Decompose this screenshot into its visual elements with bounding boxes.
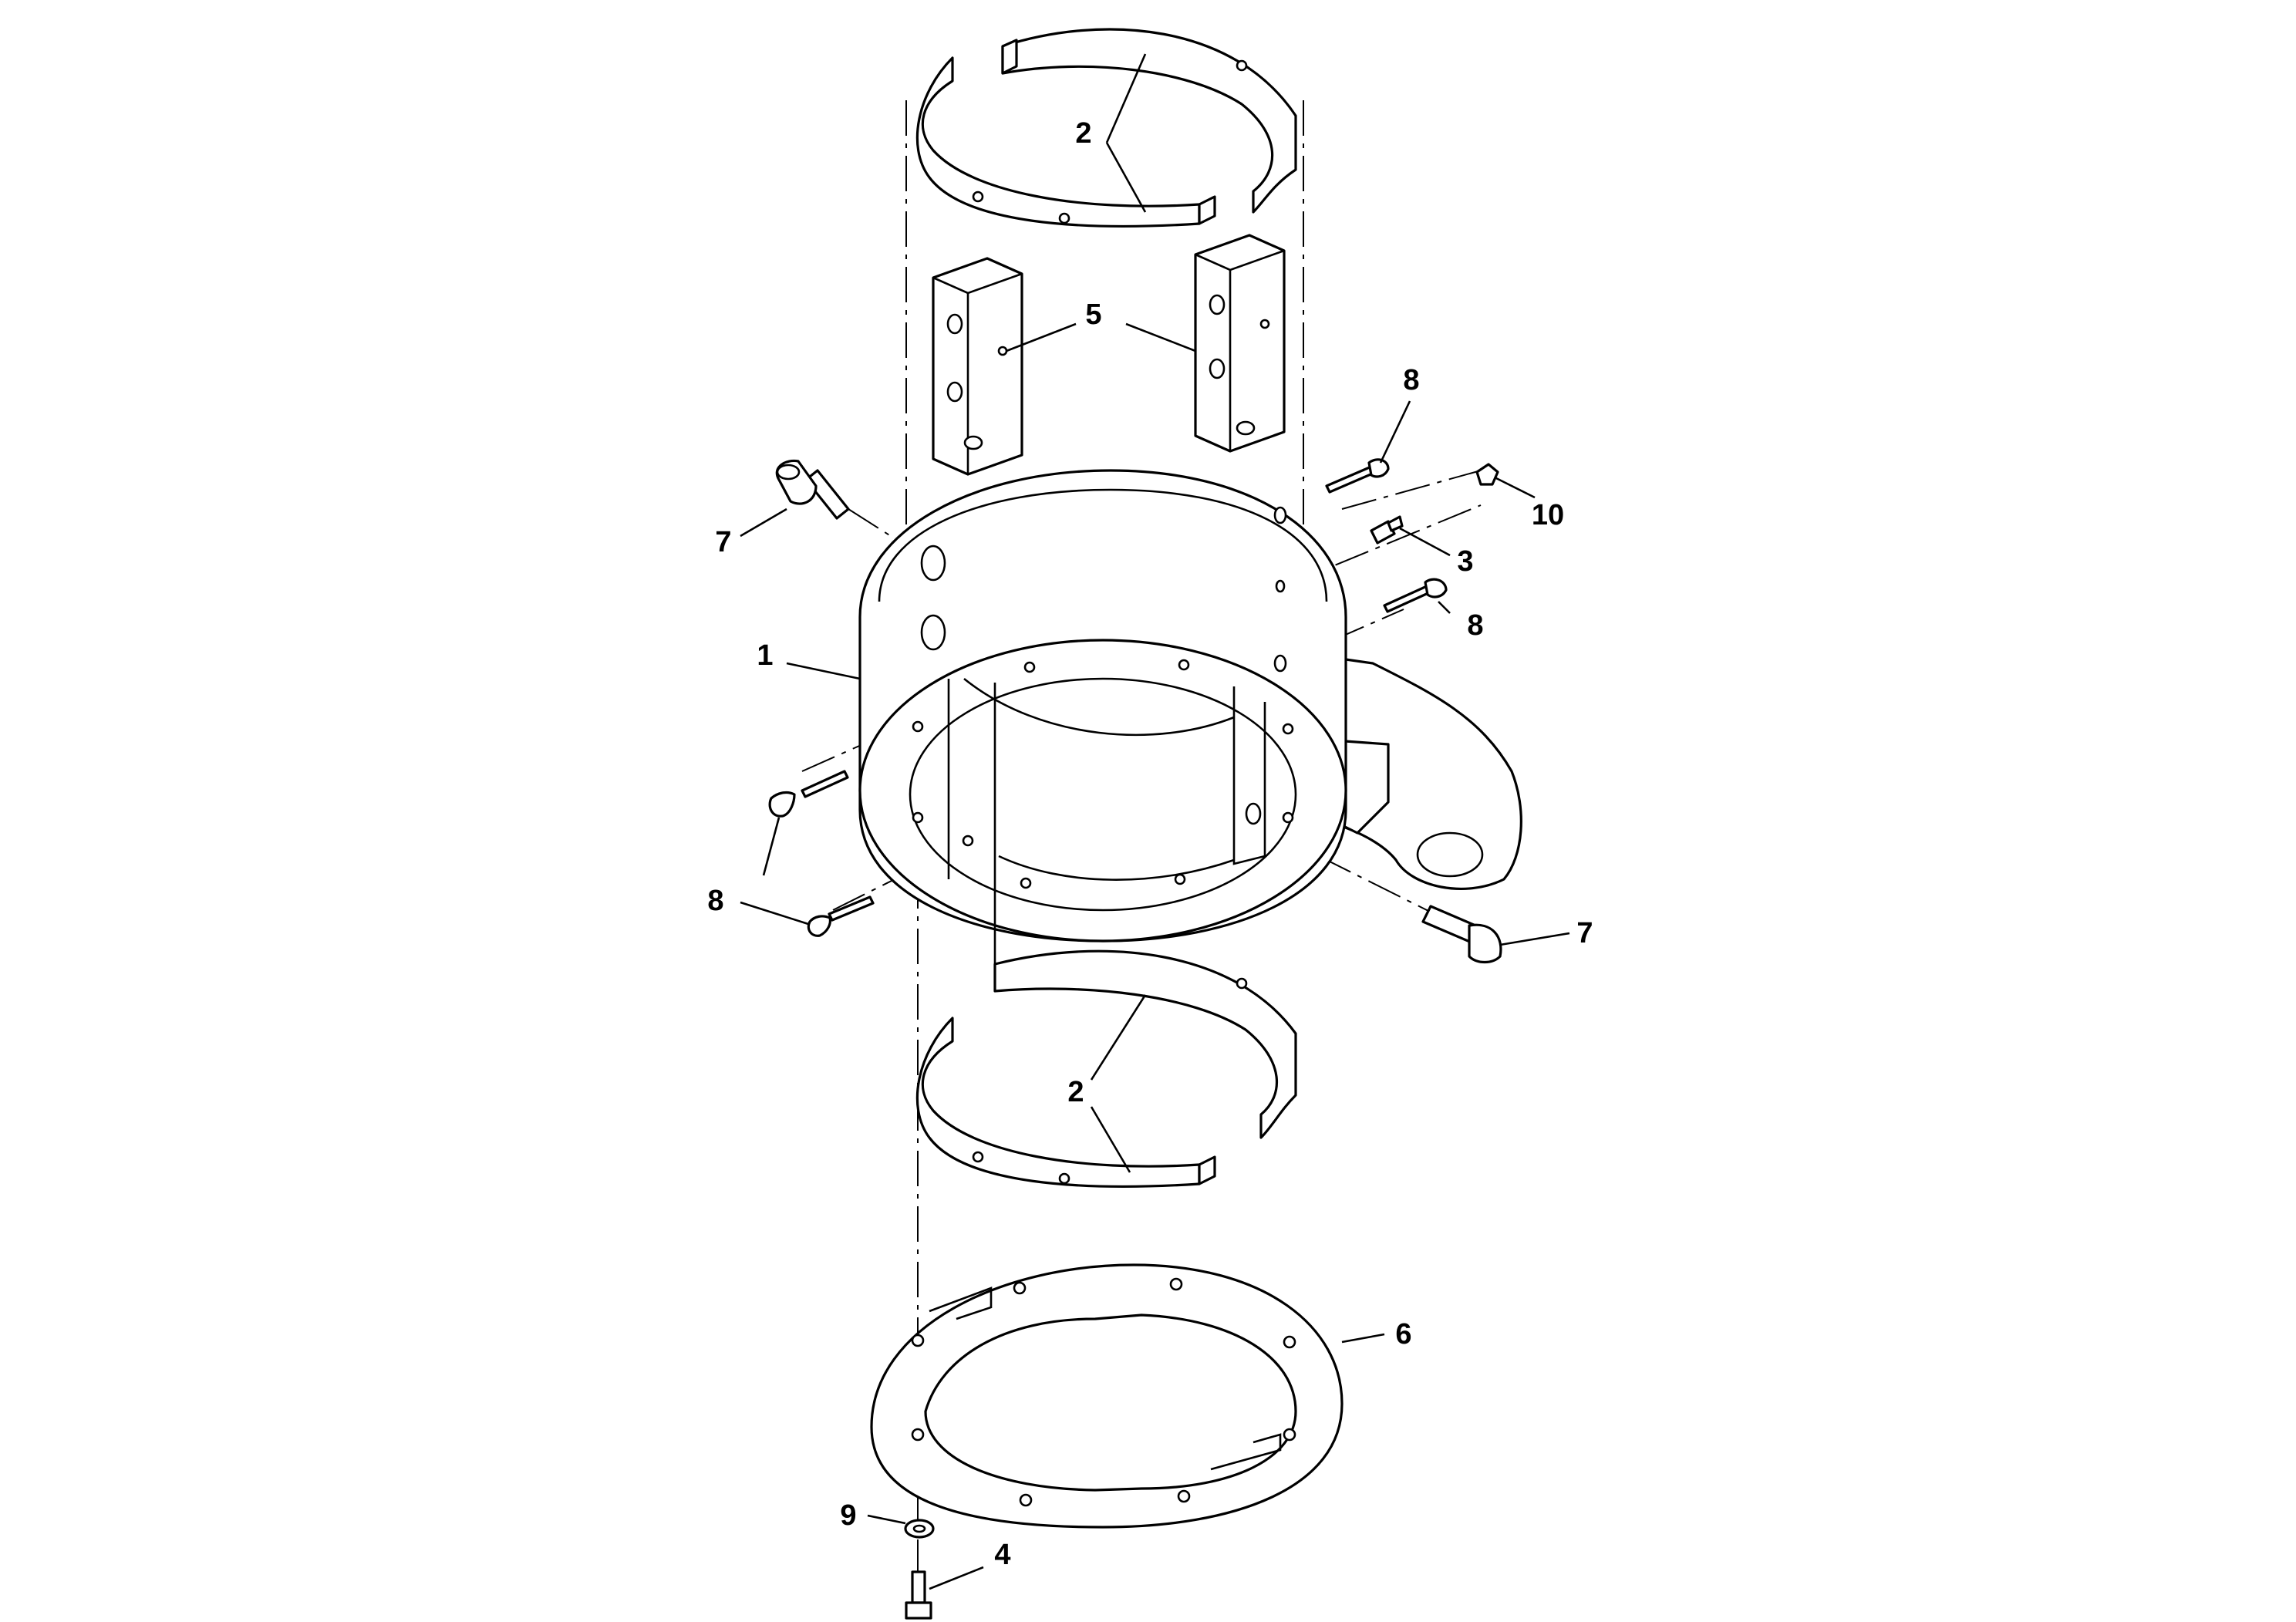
upper-ring-half-part-2 xyxy=(915,28,1297,228)
bolt-part-4 xyxy=(905,1570,932,1620)
callout-9: 9 xyxy=(840,1499,856,1532)
callout-1: 1 xyxy=(757,639,773,672)
callout-5: 5 xyxy=(1085,298,1101,331)
leader-lines xyxy=(740,53,1570,1590)
callout-2-lower: 2 xyxy=(1067,1076,1084,1108)
cap-part-10 xyxy=(1475,463,1499,486)
guide-block-left-part-5 xyxy=(932,257,1023,476)
main-housing-part-1 xyxy=(858,469,1522,964)
screw-upper-part-8 xyxy=(1325,458,1390,494)
callout-8-upper: 8 xyxy=(1403,364,1419,396)
callout-labels: 2 5 8 10 7 3 8 1 8 7 2 6 9 4 xyxy=(707,117,1593,1571)
screw-middle-part-8 xyxy=(1383,578,1448,613)
flat-plate-part-6 xyxy=(870,1263,1344,1529)
screw-lower-left-part-8 xyxy=(807,895,875,937)
callout-7-lower: 7 xyxy=(1576,917,1593,949)
large-screw-lower-part-7 xyxy=(1421,905,1502,964)
callout-6: 6 xyxy=(1395,1318,1411,1351)
callout-10: 10 xyxy=(1532,499,1564,531)
lower-ring-half-part-2 xyxy=(915,949,1297,1188)
washer-part-9 xyxy=(904,1519,935,1539)
callout-8-lower: 8 xyxy=(707,885,723,917)
screw-left-part-8 xyxy=(768,770,849,818)
callout-8-middle: 8 xyxy=(1467,609,1483,642)
callout-3: 3 xyxy=(1457,545,1473,578)
large-screw-upper-part-7 xyxy=(775,459,850,520)
guide-block-right-part-5 xyxy=(1194,234,1286,453)
callout-7-upper: 7 xyxy=(715,526,731,558)
callout-2-upper: 2 xyxy=(1075,117,1091,150)
callout-4: 4 xyxy=(994,1539,1010,1571)
nipple-part-3 xyxy=(1370,515,1404,545)
